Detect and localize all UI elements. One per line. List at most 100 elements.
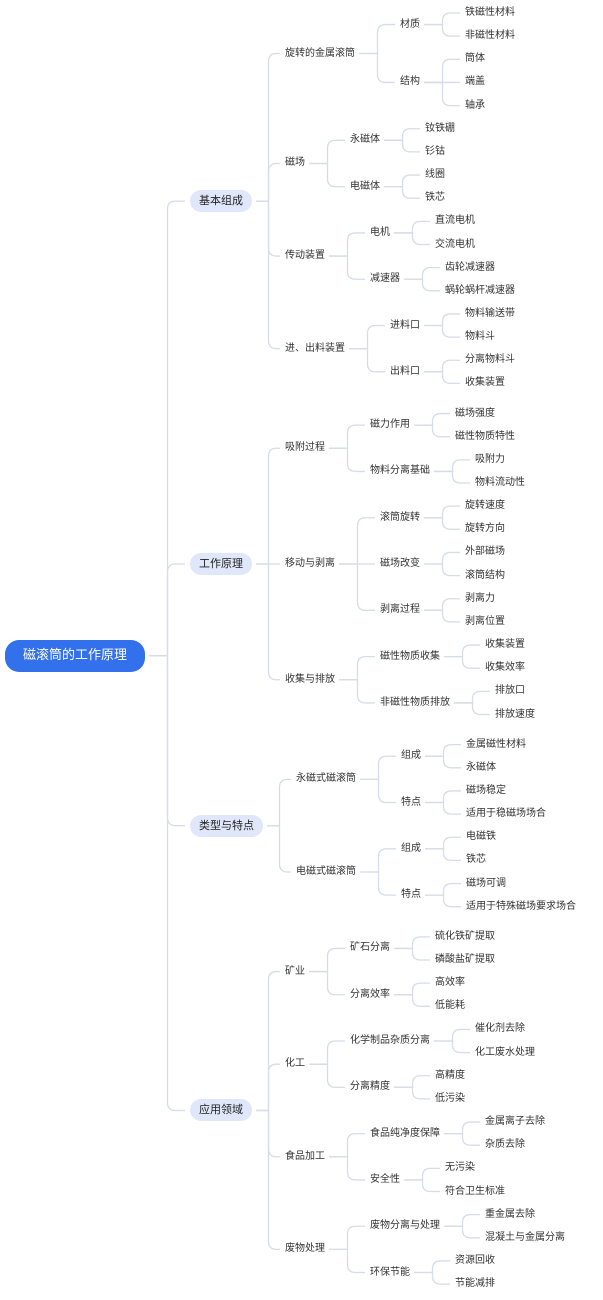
topic-node[interactable]: 永磁式磁滚筒 bbox=[296, 773, 356, 785]
subtopic-node[interactable]: 非磁性物质排放 bbox=[380, 696, 450, 708]
leaf-node[interactable]: 资源回收 bbox=[455, 1254, 495, 1266]
topic-node[interactable]: 电磁式磁滚筒 bbox=[296, 865, 356, 877]
leaf-node[interactable]: 收集装置 bbox=[465, 377, 505, 389]
subtopic-node[interactable]: 滚筒旋转 bbox=[380, 511, 420, 523]
subtopic-node[interactable]: 分离精度 bbox=[350, 1081, 390, 1093]
branch-node[interactable]: 应用领域 bbox=[190, 1099, 252, 1122]
leaf-node[interactable]: 蜗轮蜗杆减速器 bbox=[445, 284, 515, 296]
leaf-node[interactable]: 旋转速度 bbox=[465, 500, 505, 512]
leaf-node[interactable]: 齿轮减速器 bbox=[445, 261, 495, 273]
subtopic-node[interactable]: 磁性物质收集 bbox=[380, 650, 440, 662]
leaf-node[interactable]: 剥离位置 bbox=[465, 615, 505, 627]
branch-node[interactable]: 工作原理 bbox=[190, 553, 252, 576]
leaf-node[interactable]: 节能减排 bbox=[455, 1278, 495, 1290]
topic-node[interactable]: 收集与排放 bbox=[285, 673, 335, 685]
leaf-node[interactable]: 物料输送带 bbox=[465, 307, 515, 319]
leaf-node[interactable]: 金属磁性材料 bbox=[466, 738, 526, 750]
leaf-node[interactable]: 低能耗 bbox=[435, 1000, 465, 1012]
leaf-node[interactable]: 铁芯 bbox=[425, 192, 445, 204]
leaf-node[interactable]: 收集装置 bbox=[485, 639, 525, 651]
subtopic-node[interactable]: 特点 bbox=[401, 796, 421, 808]
subtopic-node[interactable]: 磁力作用 bbox=[370, 419, 410, 431]
leaf-node[interactable]: 适用于稳磁场场合 bbox=[466, 808, 546, 820]
leaf-node[interactable]: 交流电机 bbox=[435, 238, 475, 250]
leaf-node[interactable]: 混凝土与金属分离 bbox=[485, 1231, 565, 1243]
leaf-node[interactable]: 旋转方向 bbox=[465, 523, 505, 535]
subtopic-node[interactable]: 电机 bbox=[370, 226, 390, 238]
leaf-node[interactable]: 高精度 bbox=[435, 1069, 465, 1081]
leaf-node[interactable]: 永磁体 bbox=[466, 761, 496, 773]
subtopic-node[interactable]: 材质 bbox=[400, 18, 420, 30]
leaf-node[interactable]: 剥离力 bbox=[465, 592, 495, 604]
subtopic-node[interactable]: 物料分离基础 bbox=[370, 465, 430, 477]
subtopic-node[interactable]: 安全性 bbox=[370, 1173, 400, 1185]
topic-node[interactable]: 旋转的金属滚筒 bbox=[285, 47, 355, 59]
leaf-node[interactable]: 端盖 bbox=[465, 76, 485, 88]
leaf-node[interactable]: 电磁铁 bbox=[466, 831, 496, 843]
branch-node[interactable]: 基本组成 bbox=[190, 190, 252, 213]
subtopic-node[interactable]: 电磁体 bbox=[350, 180, 380, 192]
leaf-node[interactable]: 磁场稳定 bbox=[466, 784, 506, 796]
leaf-node[interactable]: 低污染 bbox=[435, 1092, 465, 1104]
topic-node[interactable]: 磁场 bbox=[285, 157, 305, 169]
leaf-node[interactable]: 物料流动性 bbox=[475, 477, 525, 488]
leaf-node[interactable]: 排放速度 bbox=[495, 708, 535, 720]
leaf-node[interactable]: 磁性物质特性 bbox=[455, 430, 515, 442]
subtopic-node[interactable]: 分离效率 bbox=[350, 988, 390, 1000]
subtopic-node[interactable]: 矿石分离 bbox=[350, 942, 390, 954]
leaf-node[interactable]: 重金属去除 bbox=[485, 1208, 535, 1220]
subtopic-node[interactable]: 减速器 bbox=[370, 273, 400, 285]
leaf-node[interactable]: 物料斗 bbox=[465, 331, 495, 343]
topic-node[interactable]: 废物处理 bbox=[285, 1243, 325, 1255]
leaf-node[interactable]: 高效率 bbox=[435, 977, 465, 989]
subtopic-node[interactable]: 组成 bbox=[401, 842, 421, 854]
subtopic-node[interactable]: 进料口 bbox=[390, 319, 420, 331]
leaf-node[interactable]: 磁场可调 bbox=[466, 877, 506, 889]
leaf-node[interactable]: 铁磁性材料 bbox=[465, 7, 515, 18]
subtopic-node[interactable]: 化学制品杂质分离 bbox=[350, 1035, 430, 1047]
leaf-node[interactable]: 吸附力 bbox=[475, 453, 505, 465]
leaf-node[interactable]: 杂质去除 bbox=[485, 1139, 525, 1151]
leaf-node[interactable]: 钐钴 bbox=[425, 145, 445, 157]
leaf-node[interactable]: 无污染 bbox=[445, 1162, 475, 1174]
subtopic-node[interactable]: 食品纯净度保障 bbox=[370, 1127, 440, 1139]
leaf-node[interactable]: 催化剂去除 bbox=[475, 1023, 525, 1035]
topic-node[interactable]: 传动装置 bbox=[285, 250, 325, 262]
leaf-node[interactable]: 钕铁硼 bbox=[425, 122, 455, 134]
leaf-node[interactable]: 直流电机 bbox=[435, 215, 475, 227]
subtopic-node[interactable]: 环保节能 bbox=[370, 1266, 410, 1278]
leaf-node[interactable]: 非磁性材料 bbox=[465, 30, 515, 42]
subtopic-node[interactable]: 组成 bbox=[401, 750, 421, 762]
leaf-node[interactable]: 硫化铁矿提取 bbox=[435, 930, 495, 942]
subtopic-node[interactable]: 出料口 bbox=[390, 365, 420, 377]
subtopic-node[interactable]: 磁场改变 bbox=[380, 558, 420, 570]
leaf-node[interactable]: 金属离子去除 bbox=[485, 1116, 545, 1128]
subtopic-node[interactable]: 永磁体 bbox=[350, 134, 380, 146]
leaf-node[interactable]: 线圈 bbox=[425, 169, 445, 181]
leaf-node[interactable]: 滚筒结构 bbox=[465, 569, 505, 581]
subtopic-node[interactable]: 结构 bbox=[400, 76, 420, 88]
leaf-node[interactable]: 铁芯 bbox=[466, 854, 486, 866]
subtopic-node[interactable]: 废物分离与处理 bbox=[370, 1220, 440, 1232]
topic-node[interactable]: 食品加工 bbox=[285, 1150, 325, 1162]
leaf-node[interactable]: 符合卫生标准 bbox=[445, 1185, 505, 1197]
root-node[interactable]: 磁滚筒的工作原理 bbox=[5, 639, 145, 672]
leaf-node[interactable]: 化工废水处理 bbox=[475, 1046, 535, 1058]
leaf-node[interactable]: 排放口 bbox=[495, 685, 525, 697]
leaf-node[interactable]: 收集效率 bbox=[485, 662, 525, 674]
branch-node[interactable]: 类型与特点 bbox=[190, 814, 263, 837]
leaf-node[interactable]: 轴承 bbox=[465, 99, 485, 111]
topic-node[interactable]: 化工 bbox=[285, 1058, 305, 1070]
topic-node[interactable]: 吸附过程 bbox=[285, 442, 325, 454]
leaf-node[interactable]: 适用于特殊磁场要求场合 bbox=[466, 900, 576, 912]
topic-node[interactable]: 矿业 bbox=[285, 965, 305, 977]
subtopic-node[interactable]: 剥离过程 bbox=[380, 604, 420, 616]
leaf-node[interactable]: 磁场强度 bbox=[455, 407, 495, 419]
leaf-node[interactable]: 分离物料斗 bbox=[465, 354, 515, 366]
topic-node[interactable]: 进、出料装置 bbox=[285, 342, 345, 354]
topic-node[interactable]: 移动与剥离 bbox=[285, 558, 335, 570]
leaf-node[interactable]: 筒体 bbox=[465, 53, 485, 65]
leaf-node[interactable]: 磷酸盐矿提取 bbox=[435, 954, 495, 965]
leaf-node[interactable]: 外部磁场 bbox=[465, 546, 505, 558]
subtopic-node[interactable]: 特点 bbox=[401, 889, 421, 901]
